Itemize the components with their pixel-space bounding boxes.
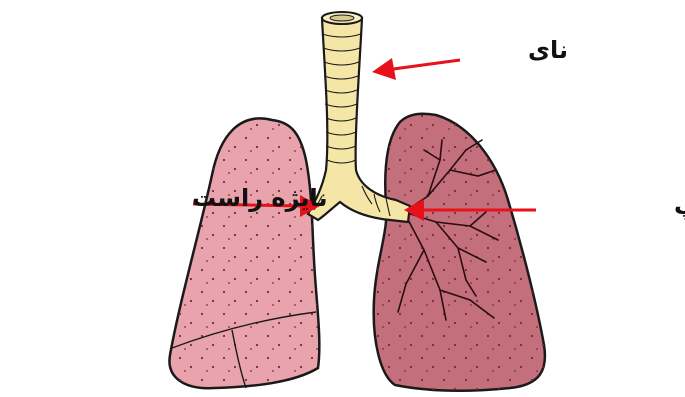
label-trachea: نای xyxy=(528,36,568,64)
label-left-bronchus: نایژه چپ xyxy=(674,192,685,220)
right-lung xyxy=(169,118,319,388)
trachea-arrow xyxy=(372,58,460,80)
left-lung xyxy=(374,114,545,391)
label-right-bronchus: نایژه راست xyxy=(192,184,328,212)
